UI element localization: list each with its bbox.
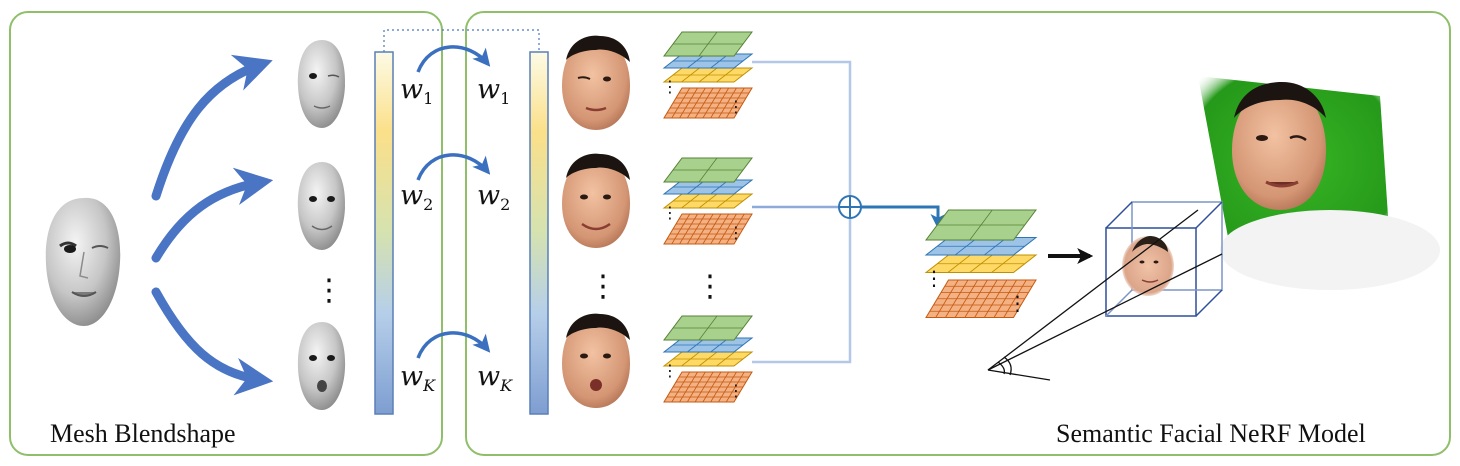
blendshape-mesh-1 [297,40,346,128]
camera-rays [987,209,1223,381]
mesh-ellipsis: ⋮ [314,273,344,308]
weight-label-left-1: w1 [400,74,433,108]
weight-transfer-arrow-1 [416,45,491,73]
arrow-to-blendshape-1 [151,54,273,201]
blendshape-mesh-k [297,322,346,410]
arrow-to-blendshape-2 [151,167,274,263]
arrow-to-blendshape-k [151,287,274,396]
bar-link-dotted [383,29,540,52]
left-panel-caption: Mesh Blendshape [50,419,236,448]
feature-grid-stacks: ⋮ ⋮ ⋮ ⋮ ⋮ ⋮ [662,31,754,403]
semantic-face-2 [562,153,630,248]
layer-ellipsis: ⋮ [662,361,678,380]
weight-label-right-1: w1 [477,74,510,108]
mesh-blendshape-panel [9,11,443,456]
weight-bar-left [374,51,394,415]
grid-ellipsis: ⋮ [695,269,725,304]
rendered-portrait [1198,76,1440,290]
cube-face-render [1122,236,1174,296]
nerf-model-panel [465,11,1451,456]
layer-ellipsis: ⋮ [924,266,944,290]
connector-k [752,218,852,364]
layer-ellipsis: ⋮ [728,381,744,400]
layer-ellipsis: ⋮ [1008,291,1028,315]
sum-output-arrow [861,205,946,229]
layer-ellipsis: ⋮ [662,203,678,222]
semantic-face-1 [562,35,630,130]
weight-label-right-2: w2 [477,180,510,214]
right-panel-caption: Semantic Facial NeRF Model [1056,419,1366,448]
weight-bar-right [529,51,549,415]
weight-label-left-k: wK [400,361,436,395]
face-ellipsis: ⋮ [588,269,618,304]
weight-label-left-2: w2 [400,180,433,214]
blendshape-mesh-2 [297,162,346,250]
weight-label-right-k: wK [477,361,513,395]
connector-1 [752,60,852,196]
semantic-face-k [562,313,630,408]
weight-transfer-arrow-2 [416,153,491,181]
output-feature-grid: ⋮⋮ [924,209,1038,318]
layer-ellipsis: ⋮ [662,77,678,96]
weight-transfer-arrow-k [416,331,491,359]
layer-ellipsis: ⋮ [728,97,744,116]
neutral-mesh-head [45,197,121,326]
layer-ellipsis: ⋮ [728,223,744,242]
